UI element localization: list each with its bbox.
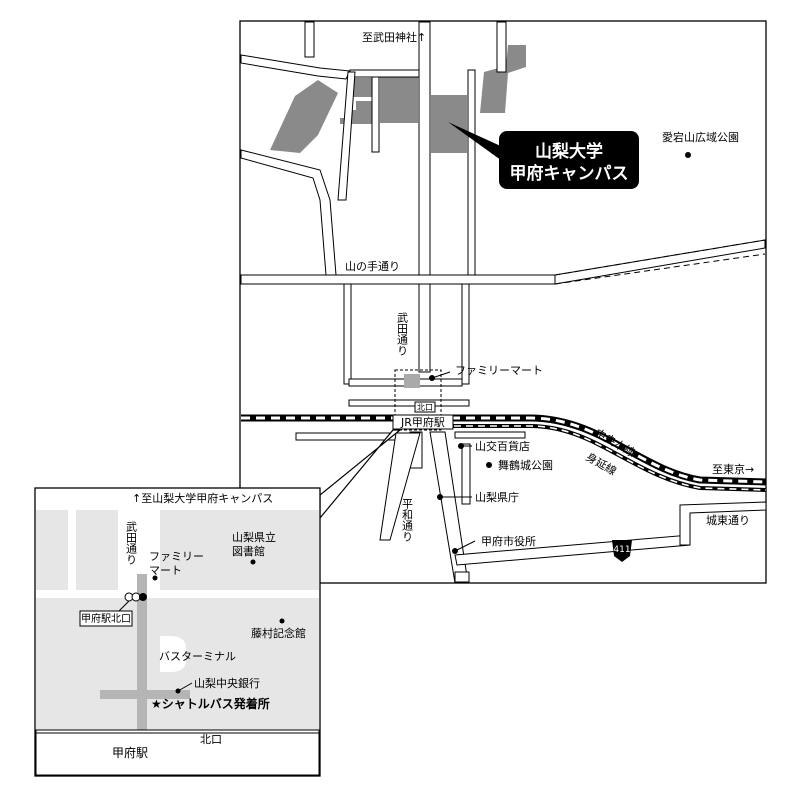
- familymart-block: [404, 374, 420, 388]
- inset-label-library-2: 図書館: [232, 544, 265, 558]
- kitaguchi-box: [414, 401, 436, 413]
- label-maizuru-castle-park: 舞鶴城公園: [498, 458, 553, 472]
- inset-label-shuttle-stop: ★シャトルバス発着所: [151, 696, 270, 711]
- label-to-tokyo: 至東京→: [712, 462, 754, 476]
- inset-label-bus-terminal: バスターミナル: [159, 650, 236, 663]
- label-familymart: ファミリーマート: [455, 364, 543, 377]
- jr-station-box: [392, 414, 454, 430]
- inset-map: ↑至山梨大学甲府キャンパス 武田通り ファミリー マート 山梨県立 図書館 甲府…: [34, 429, 402, 777]
- inset-markers: [117, 559, 285, 694]
- inset-label-fujimura-hall: 藤村記念館: [251, 626, 306, 640]
- campus-name-line2: 甲府キャンパス: [510, 163, 629, 184]
- label-prefectural-office: 山梨県庁: [475, 490, 519, 504]
- poi-leader-lines: [431, 371, 476, 552]
- inset-station-strip: [35, 729, 320, 776]
- label-takeda-street: 武田通り: [396, 312, 409, 356]
- campus-buildings: [270, 45, 526, 153]
- inset-label-bank: 山梨中央銀行: [194, 676, 260, 690]
- bus-terminal-area: [160, 636, 186, 672]
- inset-label-to-campus: ↑至山梨大学甲府キャンパス: [132, 491, 273, 505]
- inset-label-familymart-2: マート: [149, 564, 182, 577]
- campus-callout: 山梨大学 甲府キャンパス: [448, 122, 639, 189]
- label-joto-street: 城東通り: [706, 514, 750, 527]
- label-kofu-city-hall: 甲府市役所: [481, 534, 536, 548]
- inset-kitaguchi-box: [79, 610, 133, 627]
- shuttle-route: [100, 574, 190, 730]
- campus-name-line1: 山梨大学: [535, 141, 603, 162]
- route-411-shield: 411: [612, 540, 632, 562]
- inset-label-kofu-station: 甲府駅: [112, 745, 148, 760]
- route-number: 411: [613, 545, 630, 555]
- poi-markers: [429, 152, 691, 554]
- inset-label-kitaguchi: 北口: [200, 733, 222, 746]
- inset-label-takeda-street: 武田通り: [125, 521, 138, 565]
- label-jr-kofu-station: JR甲府駅: [400, 415, 445, 429]
- label-yamanote-street: 山の手通り: [345, 259, 400, 273]
- inset-label-familymart-1: ファミリー: [149, 550, 204, 563]
- inset-label-library-1: 山梨県立: [232, 530, 276, 544]
- label-heiwa-street: 平和通り: [401, 498, 414, 542]
- label-to-takeda-shrine: 至武田神社↑: [362, 30, 426, 44]
- label-kitaguchi: 北口: [417, 403, 433, 412]
- label-yamako-dept-store: 山交百貨店: [475, 439, 530, 453]
- station-area-outline: [394, 369, 442, 431]
- label-atagoyama-park: 愛宕山広域公園: [662, 130, 739, 144]
- inset-label-kofu-kitaguchi: 甲府駅北口: [81, 612, 131, 625]
- planned-road: [554, 239, 766, 285]
- railway: [241, 414, 767, 492]
